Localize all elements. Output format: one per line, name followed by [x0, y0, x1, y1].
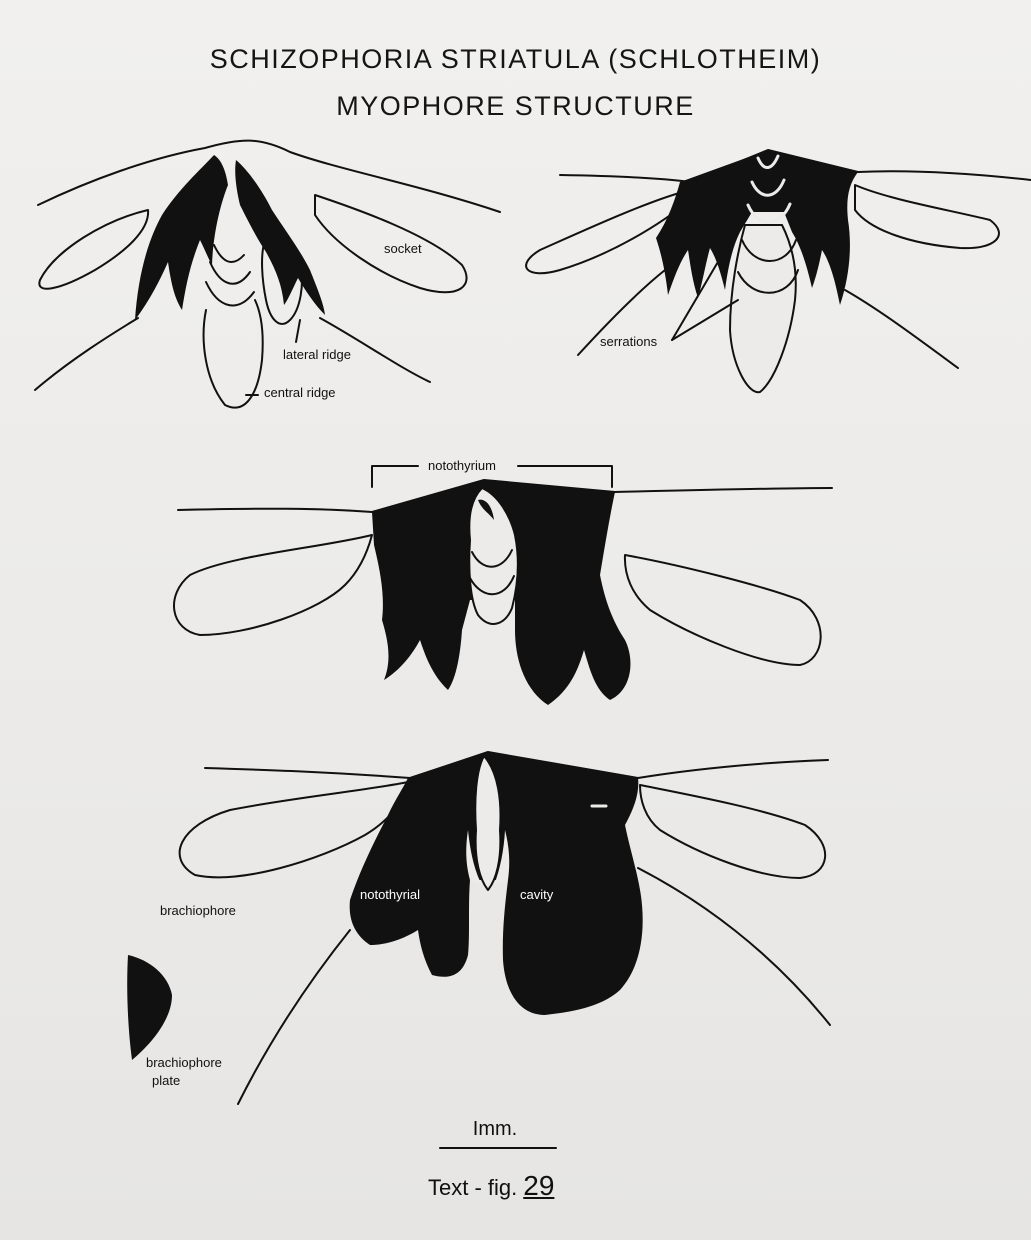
label-brachiophore: brachiophore: [160, 903, 236, 918]
label-lateral-ridge: lateral ridge: [283, 347, 351, 362]
socket-outline-left: [39, 210, 148, 289]
specimen-3: notothyrium: [174, 458, 832, 705]
specimen-1: socket lateral ridge central ridge: [35, 141, 500, 408]
shell-curve-left: [238, 930, 350, 1104]
serrations-pointer-2: [672, 300, 738, 340]
label-cavity: cavity: [520, 887, 554, 902]
chevron-2: [210, 262, 250, 284]
label-brachiophore-plate-line1: brachiophore: [146, 1055, 222, 1070]
socket-outline-right: [855, 185, 999, 248]
chevron-3: [206, 282, 254, 305]
lateral-ridge-pointer: [296, 320, 300, 342]
socket-outline-right: [625, 555, 821, 665]
shell-curve-left: [35, 318, 138, 390]
scale-label: Imm.: [440, 1118, 550, 1141]
label-notothyrial: notothyrial: [360, 887, 420, 902]
hinge-line: [38, 141, 500, 212]
label-central-ridge: central ridge: [264, 385, 336, 400]
specimen-2: serrations: [526, 150, 1031, 392]
label-serrations: serrations: [600, 334, 658, 349]
socket-outline-right: [640, 785, 825, 878]
shell-curve-right: [638, 868, 830, 1025]
specimen-4: notothyrial cavity brachiophore brachiop…: [127, 752, 830, 1104]
label-socket: socket: [384, 241, 422, 256]
figure-caption: Text - fig.29: [428, 1170, 554, 1202]
brachiophore-plate: [127, 955, 172, 1060]
chevron-1: [214, 245, 244, 262]
shell-curve-right: [845, 290, 958, 368]
figure-number: 29: [523, 1170, 554, 1201]
label-notothyrium: notothyrium: [428, 458, 496, 473]
socket-outline-left: [174, 535, 372, 635]
label-brachiophore-plate-line2: plate: [152, 1073, 180, 1088]
figure-caption-prefix: Text - fig.: [428, 1175, 517, 1200]
myophore-black-right: [235, 160, 325, 315]
central-ridge-outline: [204, 300, 263, 408]
central-ridge-outline: [730, 225, 796, 392]
